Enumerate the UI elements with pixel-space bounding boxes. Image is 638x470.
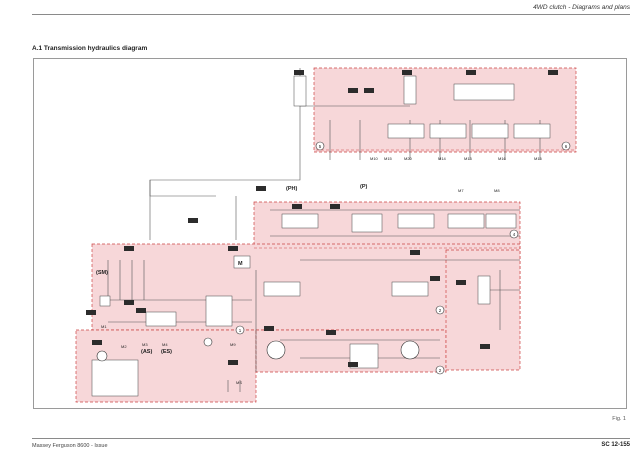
pump-symbols — [96, 337, 420, 362]
zone-top — [313, 67, 577, 153]
group-label-ph: (PH) — [286, 186, 297, 192]
diagram-frame — [33, 58, 627, 409]
solenoid-label-m20: M20 — [404, 156, 413, 161]
figure-number: Fig. 1 — [612, 416, 626, 422]
zone-right-mid — [445, 249, 521, 371]
hydraulic-lines — [107, 68, 541, 392]
footer-page-number: SC 12-155 — [601, 442, 630, 448]
solenoid-label-m15b: M15 — [534, 156, 543, 161]
group-label-m9: M9 — [230, 342, 236, 347]
solenoid-label-m1: M1 — [101, 324, 107, 329]
zone-marker-4: 4 — [513, 232, 516, 237]
group-label-ms: MS — [236, 380, 242, 385]
solenoid-label-m2: M2 — [121, 344, 127, 349]
zone-marker-5: 5 — [319, 144, 322, 149]
group-label-m: M — [238, 261, 243, 267]
solenoid-label-m13: M13 — [464, 156, 473, 161]
zone-marker-1: 1 — [239, 328, 242, 333]
group-label-es: (ES) — [161, 349, 172, 355]
solenoid-label-m14: M14 — [438, 156, 447, 161]
zone-markers — [235, 141, 571, 375]
zone-marker-6: 6 — [565, 144, 568, 149]
group-label-sm: (SM) — [96, 270, 108, 276]
solenoid-label-m4: M4 — [162, 342, 168, 347]
solenoid-label-m10: M10 — [370, 156, 379, 161]
section-title: A.1 Transmission hydraulics diagram — [32, 45, 148, 52]
solenoid-label-m7: M7 — [458, 188, 464, 193]
solenoid-label-m15a: M15 — [384, 156, 393, 161]
zone-marker-2a: 2 — [439, 308, 442, 313]
component-tags — [86, 70, 558, 367]
group-label-as: (AS) — [141, 349, 152, 355]
component-blocks — [91, 75, 551, 397]
solenoid-label-m8: M8 — [494, 188, 500, 193]
solenoid-label-m3: M3 — [142, 342, 148, 347]
header-rule — [32, 14, 630, 15]
zone-marker-2b: 2 — [439, 368, 442, 373]
document-header-title: 4WD clutch - Diagrams and plans — [533, 4, 630, 11]
solenoid-label-m16: M16 — [498, 156, 507, 161]
group-label-p: (P) — [360, 184, 368, 190]
footer-rule — [32, 438, 630, 439]
footer-publication: Massey Ferguson 8600 - Issue — [32, 443, 108, 449]
